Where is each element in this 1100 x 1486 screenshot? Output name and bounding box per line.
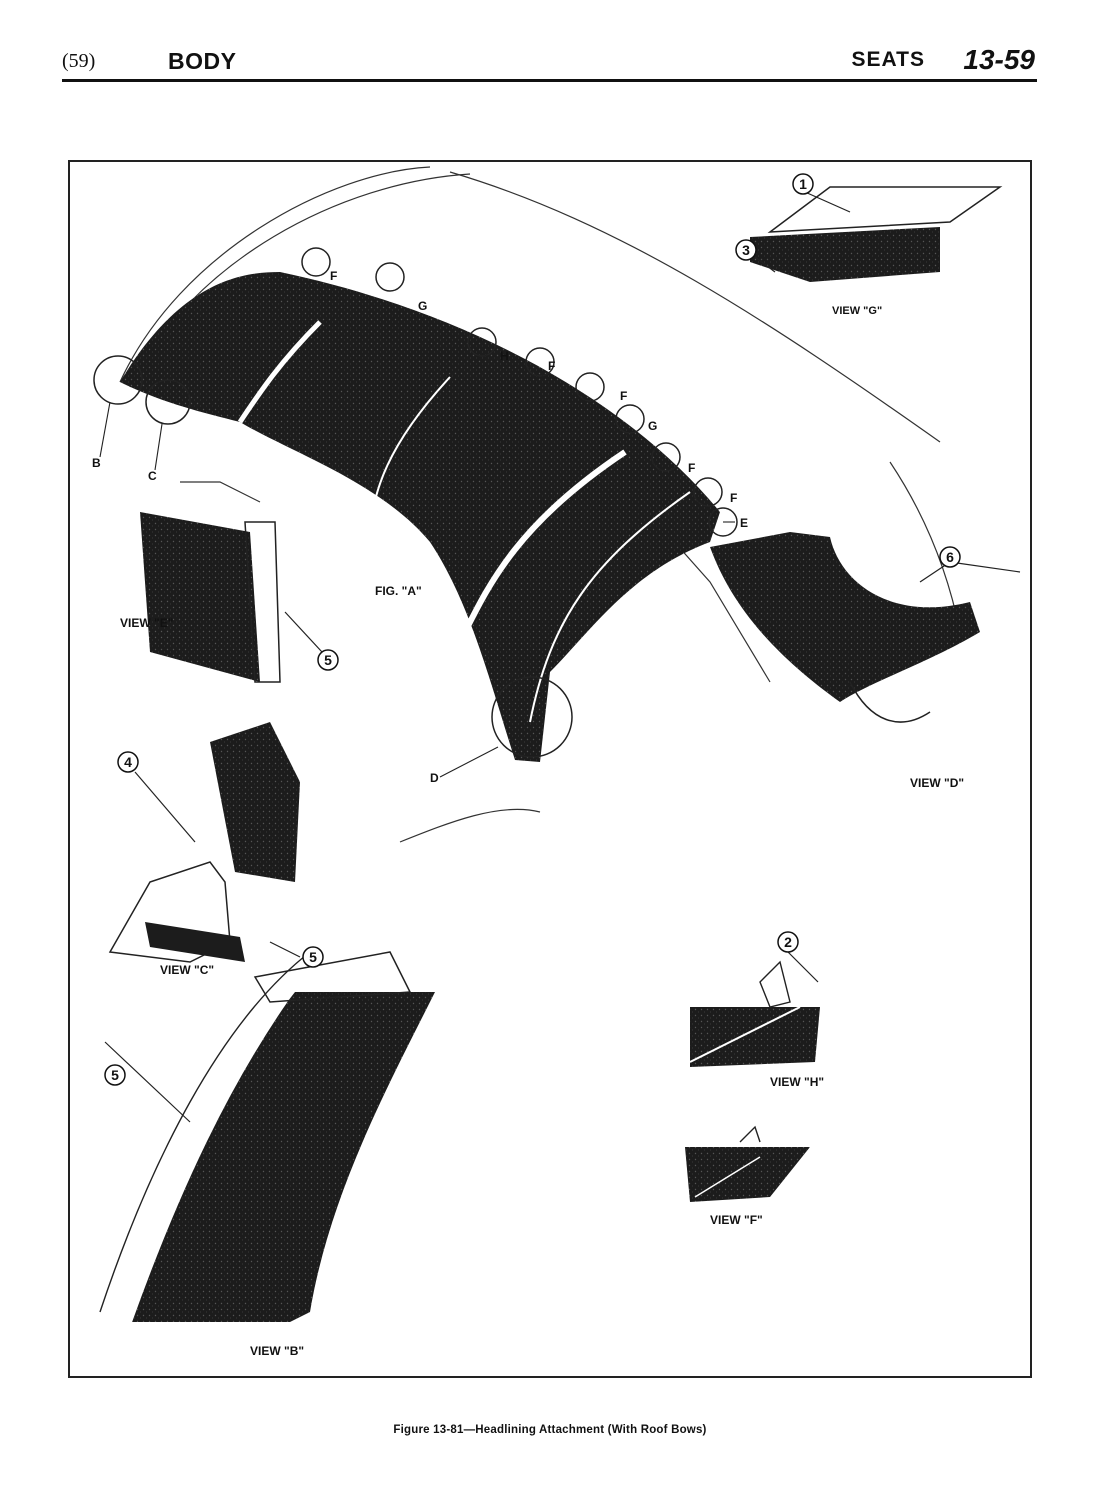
page-header: (59) BODY SEATS 13-59 [62,44,1037,80]
letter-g-1: G [418,299,427,313]
callout-numbers: 1 3 6 5 4 5 2 5 [111,176,954,1083]
callout-1: 1 [799,176,807,192]
view-d-label: VIEW "D" [910,776,964,790]
letter-c: C [148,469,157,483]
view-b-label: VIEW "B" [250,1344,304,1358]
letter-f-1: F [330,269,337,283]
detail-letters: B C D E F F F F F G G H [92,269,748,785]
view-labels: FIG. "A" VIEW "G" VIEW "E" VIEW "D" VIEW… [120,305,964,1358]
letter-g-2: G [648,419,657,433]
callout-5-view-c: 5 [309,949,317,965]
fig-a-label: FIG. "A" [375,584,422,598]
view-f-label: VIEW "F" [710,1213,763,1227]
letter-b: B [92,456,101,470]
view-d-illustration [710,532,1021,723]
view-c-illustration [108,722,301,963]
callout-3: 3 [742,242,750,258]
view-c-label: VIEW "C" [160,963,214,977]
headlining-illustration: 1 3 6 5 4 5 2 5 B C D E F F F F F G G H … [92,166,1021,1358]
view-g-label: VIEW "G" [832,305,882,317]
callout-6: 6 [946,549,954,565]
letter-e: E [740,516,748,530]
callout-5-view-b: 5 [111,1067,119,1083]
section-title: BODY [168,48,237,74]
callout-2: 2 [784,934,792,950]
view-e-label: VIEW "E" [120,616,173,630]
leader-lines [99,401,735,778]
header-rule [62,79,1037,82]
view-g-illustration [750,186,1003,282]
detail-circles [93,247,738,758]
letter-d: D [430,771,439,785]
callout-5-view-e: 5 [324,652,332,668]
view-h-illustration [689,951,820,1067]
callout-4: 4 [124,754,132,770]
figure-frame: 1 3 6 5 4 5 2 5 B C D E F F F F F G G H … [68,160,1032,1378]
page-code: 13-59 [963,44,1035,75]
letter-f-5: F [730,491,737,505]
headlining-main-panel [120,272,720,762]
page-number: (59) [62,50,96,72]
letter-h: H [500,349,509,363]
letter-f-2: F [548,359,555,373]
view-f-illustration [685,1125,810,1202]
callout-circles [104,173,961,1086]
letter-f-4: F [688,461,695,475]
figure-caption: Figure 13-81—Headlining Attachment (With… [393,1424,707,1436]
subsection-title: SEATS [851,48,925,71]
view-h-label: VIEW "H" [770,1075,824,1089]
letter-f-3: F [620,389,627,403]
view-b-illustration [99,951,435,1323]
view-e-illustration [140,512,323,683]
